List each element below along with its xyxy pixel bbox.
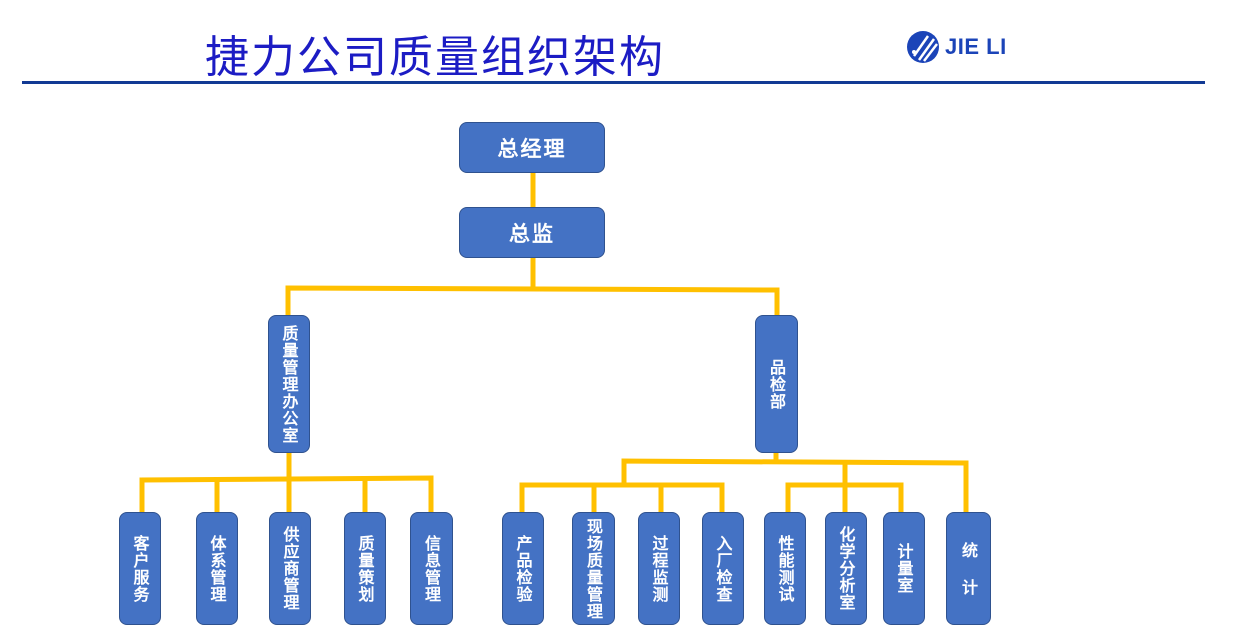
node-onsite-quality-management[interactable]: 现场质量管理	[572, 512, 615, 625]
node-incoming-inspection[interactable]: 入厂检查	[702, 512, 744, 625]
node-customer-service[interactable]: 客户服务	[119, 512, 161, 625]
node-product-inspection[interactable]: 产品检验	[502, 512, 544, 625]
node-quality-management-office[interactable]: 质量管理办公室	[268, 315, 310, 453]
node-information-management[interactable]: 信息管理	[410, 512, 453, 625]
node-system-management[interactable]: 体系管理	[196, 512, 238, 625]
connector-qc-right-bus	[785, 482, 904, 513]
node-process-monitoring[interactable]: 过程监测	[638, 512, 680, 625]
node-performance-testing[interactable]: 性能测试	[764, 512, 806, 625]
node-statistics[interactable]: 统 计	[946, 512, 991, 625]
company-logo: JIE LI	[906, 30, 1007, 64]
node-chemical-analysis-lab[interactable]: 化学分析室	[825, 512, 867, 625]
logo-text: JIE LI	[945, 34, 1007, 59]
node-quality-inspection-dept[interactable]: 品检部	[755, 315, 798, 453]
node-quality-planning[interactable]: 质量策划	[344, 512, 386, 625]
node-director[interactable]: 总监	[459, 207, 605, 258]
node-general-manager[interactable]: 总经理	[459, 122, 605, 173]
connector-qc-left-bus	[519, 482, 725, 513]
jieli-logo-icon	[907, 31, 939, 63]
connector-departments-bus	[285, 285, 780, 316]
header-divider	[22, 81, 1205, 84]
node-metrology-room[interactable]: 计量室	[883, 512, 925, 625]
connector-qc-bus	[621, 458, 969, 513]
connector-qmo-bus	[139, 475, 434, 513]
node-supplier-management[interactable]: 供应商管理	[269, 512, 311, 625]
page-title: 捷力公司质量组织架构	[205, 32, 665, 83]
